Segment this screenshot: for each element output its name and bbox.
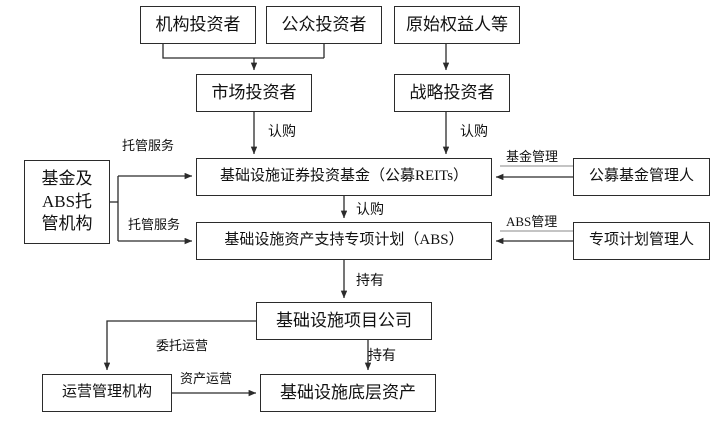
node-institutional-investor[interactable]: 机构投资者 <box>140 6 256 44</box>
node-label: 公众投资者 <box>281 15 367 35</box>
node-operation-manager[interactable]: 运营管理机构 <box>42 374 172 412</box>
node-underlying-asset[interactable]: 基础设施底层资产 <box>260 374 436 412</box>
node-strategic-investor[interactable]: 战略投资者 <box>394 74 510 112</box>
node-label: 基金及 ABS托 管机构 <box>41 169 93 234</box>
edge-label-asset-operation: 资产运营 <box>180 371 233 386</box>
node-label: 战略投资者 <box>409 83 495 103</box>
edge-label-hold-project-company: 持有 <box>356 274 384 289</box>
edge-label-hold-underlying-asset: 持有 <box>368 349 396 364</box>
node-label: 公募基金管理人 <box>588 168 694 185</box>
node-label: 市场投资者 <box>211 83 297 103</box>
node-label: 基础设施资产支持专项计划（ABS） <box>224 232 464 249</box>
node-abs-plan-manager[interactable]: 专项计划管理人 <box>573 222 710 260</box>
node-public-fund-manager[interactable]: 公募基金管理人 <box>573 158 710 196</box>
edge-label-subscribe-abs: 认购 <box>356 203 384 218</box>
edge-institutional-to-bus <box>162 44 324 59</box>
node-fund-abs-custodian[interactable]: 基金及 ABS托 管机构 <box>24 160 110 244</box>
node-label: 基础设施证券投资基金（公募REITs） <box>219 168 469 185</box>
edge-label-custody-service-abs: 托管服务 <box>128 217 181 232</box>
node-label: 基础设施底层资产 <box>280 383 416 403</box>
edge-label-custody-service-reits: 托管服务 <box>122 138 175 153</box>
node-abs-plan[interactable]: 基础设施资产支持专项计划（ABS） <box>196 222 492 260</box>
node-label: 运营管理机构 <box>61 384 152 401</box>
edge-project-to-operator <box>103 320 256 371</box>
node-market-investor[interactable]: 市场投资者 <box>196 74 312 112</box>
edge-label-entrusted-operation: 委托运营 <box>156 338 209 353</box>
node-label: 机构投资者 <box>155 15 241 35</box>
node-label: 基础设施项目公司 <box>276 311 412 331</box>
edge-label-subscribe-market: 认购 <box>268 125 296 140</box>
node-original-equity-holder[interactable]: 原始权益人等 <box>394 6 520 44</box>
node-project-company[interactable]: 基础设施项目公司 <box>256 302 432 340</box>
node-public-investor[interactable]: 公众投资者 <box>266 6 382 44</box>
edge-label-subscribe-strategic: 认购 <box>460 125 488 140</box>
node-label: 专项计划管理人 <box>588 232 694 249</box>
edge-label-abs-management: ABS管理 <box>506 214 558 229</box>
node-label: 原始权益人等 <box>406 15 508 35</box>
edge-label-fund-management: 基金管理 <box>506 149 559 164</box>
node-public-reits-fund[interactable]: 基础设施证券投资基金（公募REITs） <box>196 158 492 196</box>
